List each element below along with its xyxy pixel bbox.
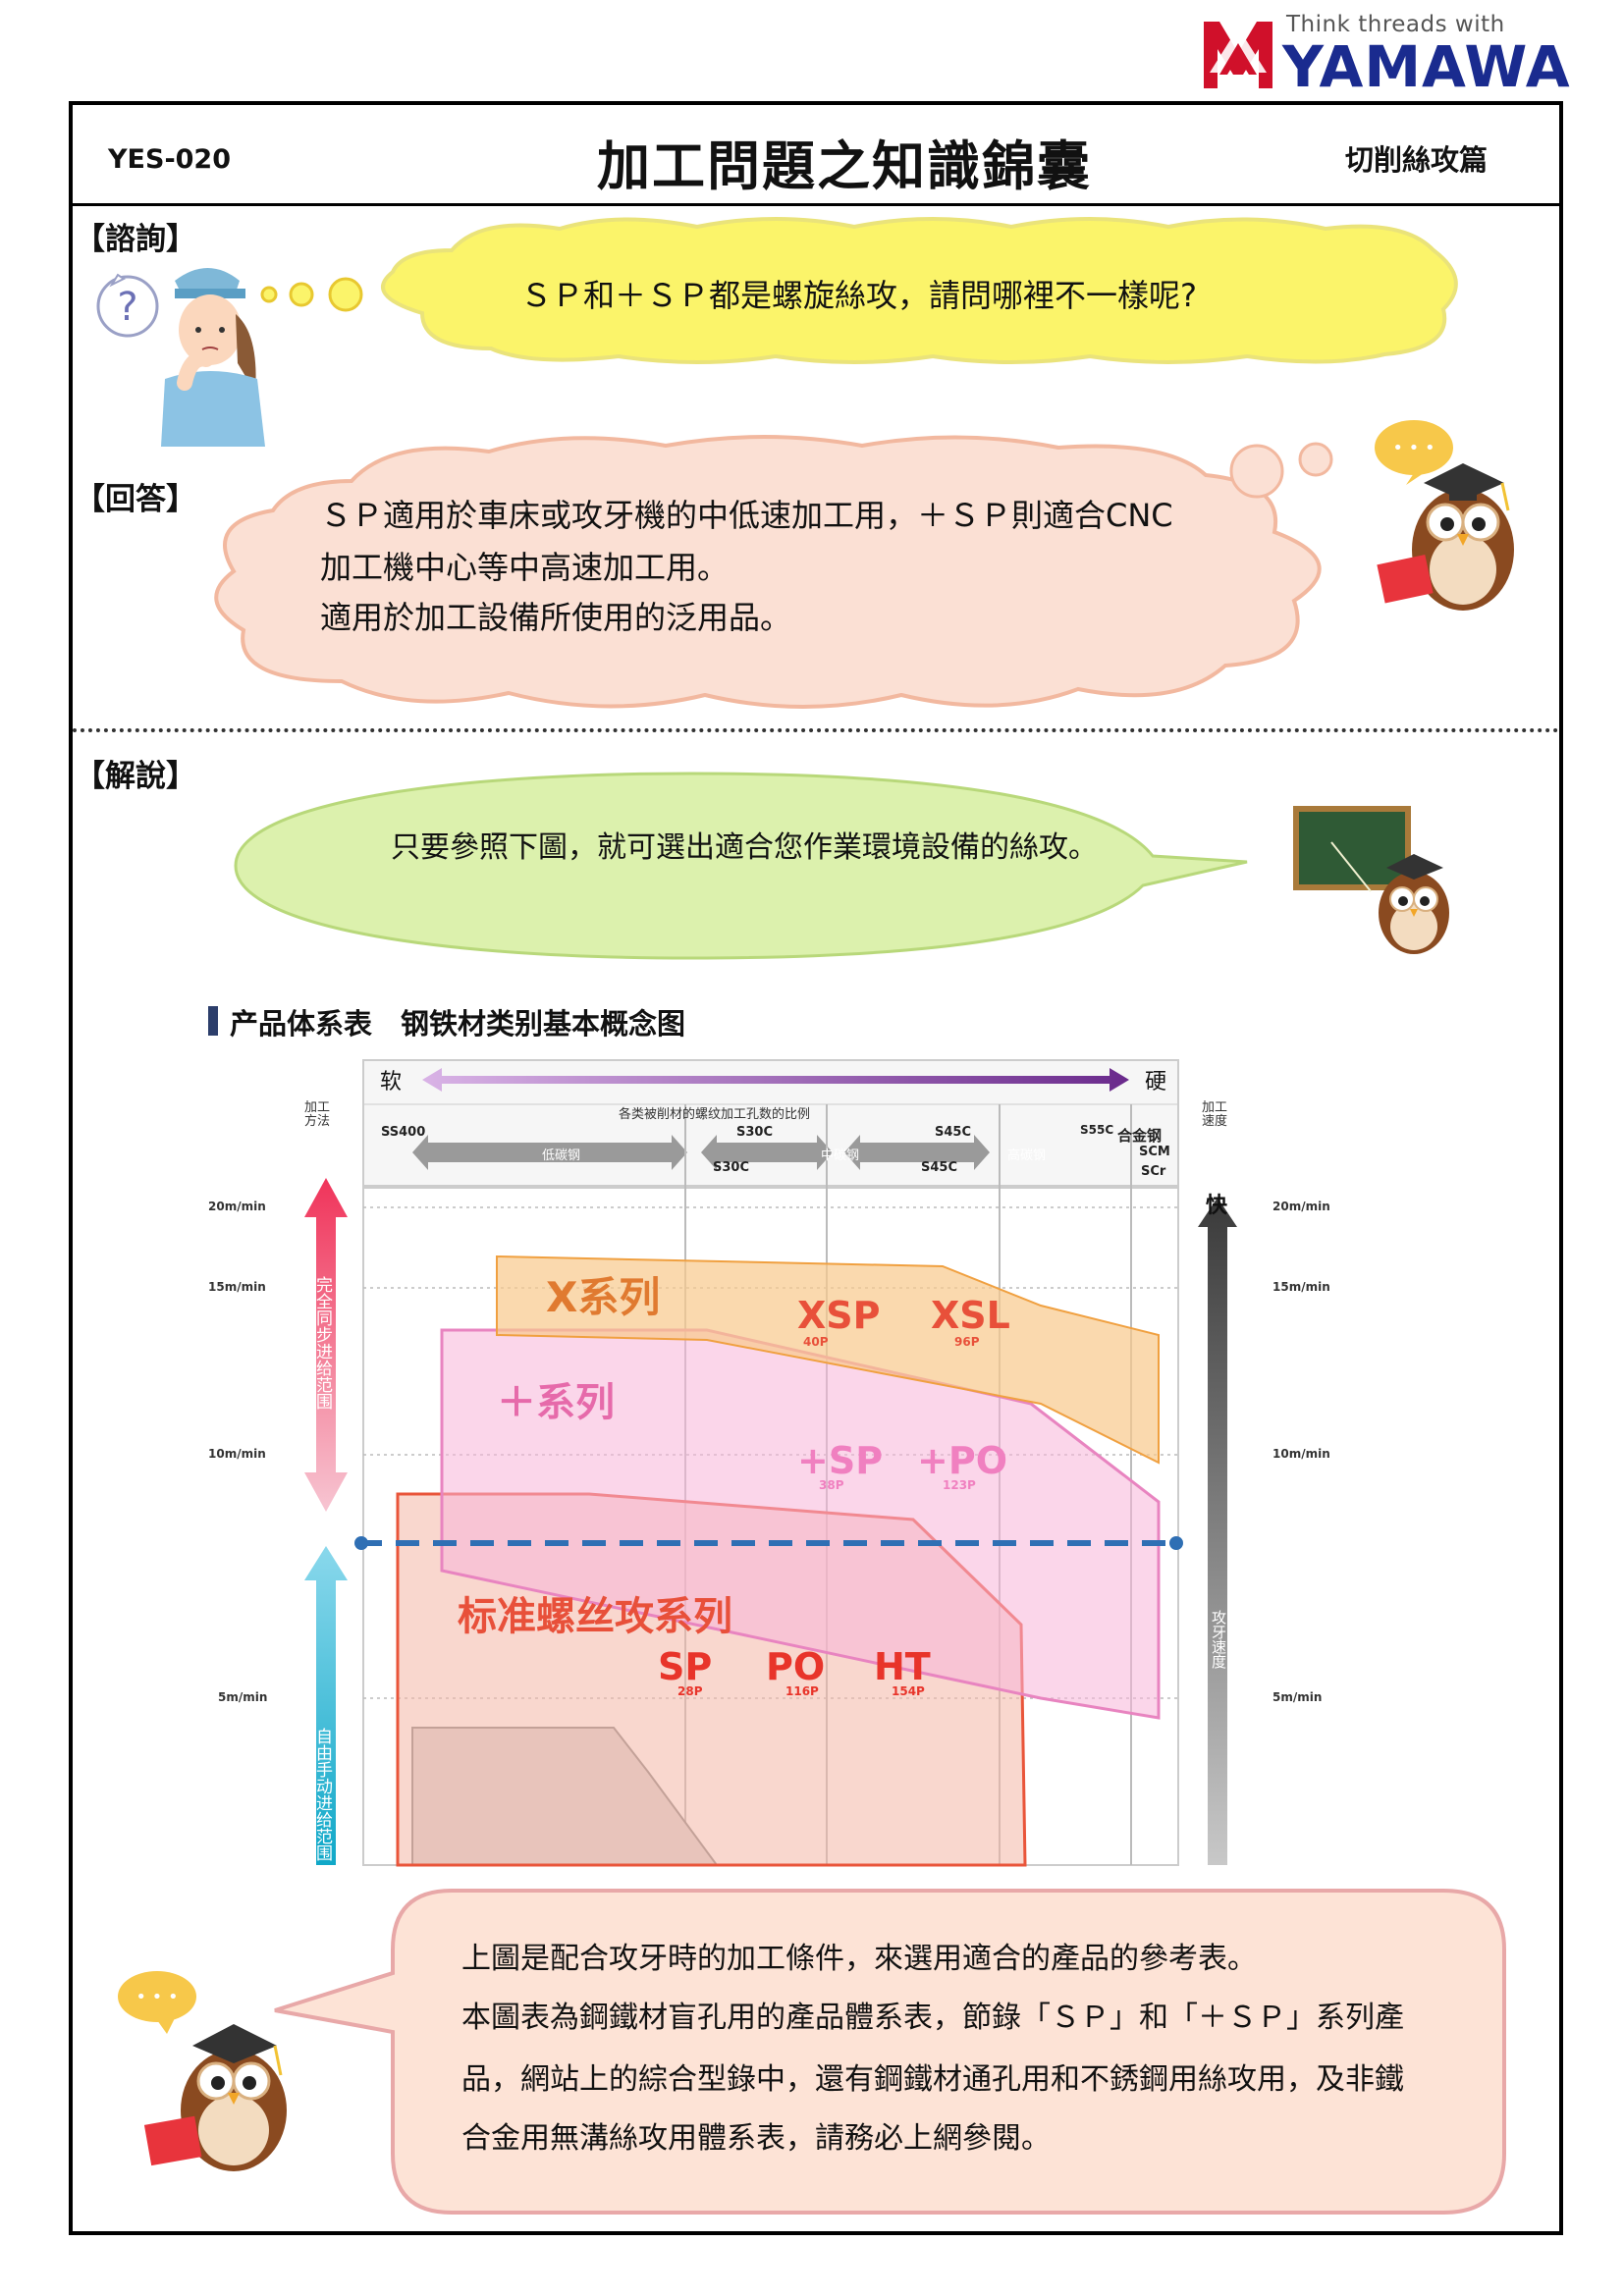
logo-tagline: Think threads with [1286,12,1505,37]
y-tick-right-15: 15m/min [1272,1280,1330,1294]
low-carbon-arrow [412,1135,687,1170]
answer-line-2: 加工機中心等中高速加工用。 [320,549,730,586]
svg-text:• • •: • • • [1392,438,1435,458]
document-category: 切削絲攻篇 [1345,143,1489,177]
answer-label: 【回答】 [75,482,196,517]
soft-hard-arrow [422,1068,1129,1092]
grade-s45c-bottom: S45C [921,1160,957,1175]
fast-label: 快 [1206,1194,1228,1218]
std-series-label: 标准螺丝攻系列 [458,1594,732,1639]
question-bubble [381,217,1458,364]
product-sp-name: SP [658,1645,713,1688]
section-divider [73,728,1559,732]
x-series-label: X系列 [546,1273,661,1321]
y-tick-right-5: 5m/min [1272,1690,1323,1704]
logo-name: YAMAWA [1282,33,1571,100]
tap-speed-label: 攻牙速度 [1210,1610,1227,1669]
mid-carbon-arrow [701,1135,833,1170]
product-xsl-count: 96P [954,1335,980,1349]
sync-feed-label: 完全同步进给范围 [312,1276,332,1410]
y-tick-left-15: 15m/min [208,1280,266,1294]
product-po-name: PO [766,1645,826,1688]
chart-heading-marker [208,1006,218,1036]
high-carbon-arrow [844,1135,990,1170]
grade-s45c-top: S45C [935,1125,971,1140]
confused-worker-illustration: ? [96,268,265,447]
note-line-3: 品，網站上的綜合型錄中，還有鋼鐵材通孔用和不銹鋼用絲攻用，及非鐵 [461,2062,1404,2097]
explain-bubble [234,772,1248,960]
svg-text:• • •: • • • [135,1987,178,2007]
grade-scr: SCr [1141,1164,1166,1179]
product-plus-sp-count: 38P [819,1478,844,1492]
product-plus-sp-name: +SP [797,1439,884,1482]
product-plus-po-name: +PO [917,1439,1007,1482]
tap-speed-arrow [1198,1198,1237,1865]
svg-text:?: ? [117,285,137,330]
thought-dots-icon [260,277,363,312]
yamawa-logo-icon [1204,22,1272,88]
answer-line-3: 適用於加工設備所使用的泛用品。 [320,599,792,636]
product-po-count: 116P [785,1684,819,1698]
note-line-4: 合金用無溝絲攻用體系表，請務必上網參閱。 [461,2121,1051,2156]
header-divider [69,203,1563,206]
x-series-region [496,1255,1160,1465]
boundary-left-dot [354,1536,368,1550]
y-tick-right-10: 10m/min [1272,1447,1330,1461]
note-bubble [274,1889,1506,2215]
sync-feed-arrow [304,1178,348,1512]
owl-teacher-chalkboard-illustration [1293,806,1449,954]
product-xsl-name: XSL [931,1294,1010,1337]
y-tick-left-5: 5m/min [218,1690,268,1704]
soft-label: 软 [380,1070,403,1095]
grade-ss400: SS400 [381,1125,426,1140]
owl-professor-reading-illustration: • • • [1375,420,1514,611]
note-line-1: 上圖是配合攻牙時的加工條件，來選用適合的產品的參考表。 [461,1942,1257,1976]
y-tick-left-20: 20m/min [208,1200,266,1213]
product-plus-po-count: 123P [943,1478,976,1492]
grade-s55c: S55C [1080,1123,1114,1137]
question-text: ＳＰ和＋ＳＰ都是螺旋絲攻，請問哪裡不一樣呢? [520,277,1197,314]
manual-feed-label: 自由手动进给范围 [312,1728,332,1861]
product-xsp-count: 40P [803,1335,829,1349]
explain-label: 【解說】 [75,759,196,794]
ratio-caption: 各类被削材的螺纹加工孔数的比例 [619,1107,811,1122]
owl-professor-bottom-illustration: • • • [118,1971,287,2171]
plus-series-label: ＋系列 [497,1380,615,1425]
mid-carbon-label: 中碳钢 [821,1148,860,1163]
hard-label: 硬 [1145,1070,1167,1095]
left-axis-title: 加工 方法 [304,1100,331,1129]
manual-feed-arrow [304,1546,348,1865]
product-ht-name: HT [874,1645,931,1688]
chart-heading: 产品体系表 钢铁材类别基本概念图 [230,1007,686,1041]
note-line-2: 本圖表為鋼鐵材盲孔用的產品體系表，節錄「ＳＰ」和「＋ＳＰ」系列產 [461,2001,1404,2035]
product-sp-count: 28P [677,1684,703,1698]
answer-bubble [214,435,1333,709]
grade-s30c-bottom: S30C [713,1160,749,1175]
high-carbon-label: 高碳钢 [1007,1148,1047,1163]
page-title: 加工問題之知識錦囊 [597,135,1092,197]
inquiry-label: 【諮詢】 [75,222,196,257]
low-carbon-label: 低碳钢 [542,1148,581,1163]
boundary-right-dot [1169,1536,1183,1550]
y-tick-left-10: 10m/min [208,1447,266,1461]
page-frame [69,101,1563,2235]
explain-text: 只要參照下圖，就可選出適合您作業環境設備的絲攻。 [391,830,1098,865]
document-code: YES-020 [108,144,232,175]
grade-scm: SCM [1139,1145,1170,1159]
answer-line-1: ＳＰ適用於車床或攻牙機的中低速加工用，＋ＳＰ則適合CNC [320,497,1173,534]
grade-alloy: 合金钢 [1117,1127,1163,1145]
y-tick-right-20: 20m/min [1272,1200,1330,1213]
grade-s30c-top: S30C [736,1125,773,1140]
product-xsp-name: XSP [797,1294,881,1337]
product-system-chart [304,1059,1237,1867]
right-axis-title: 加工 速度 [1202,1100,1228,1129]
product-ht-count: 154P [892,1684,925,1698]
